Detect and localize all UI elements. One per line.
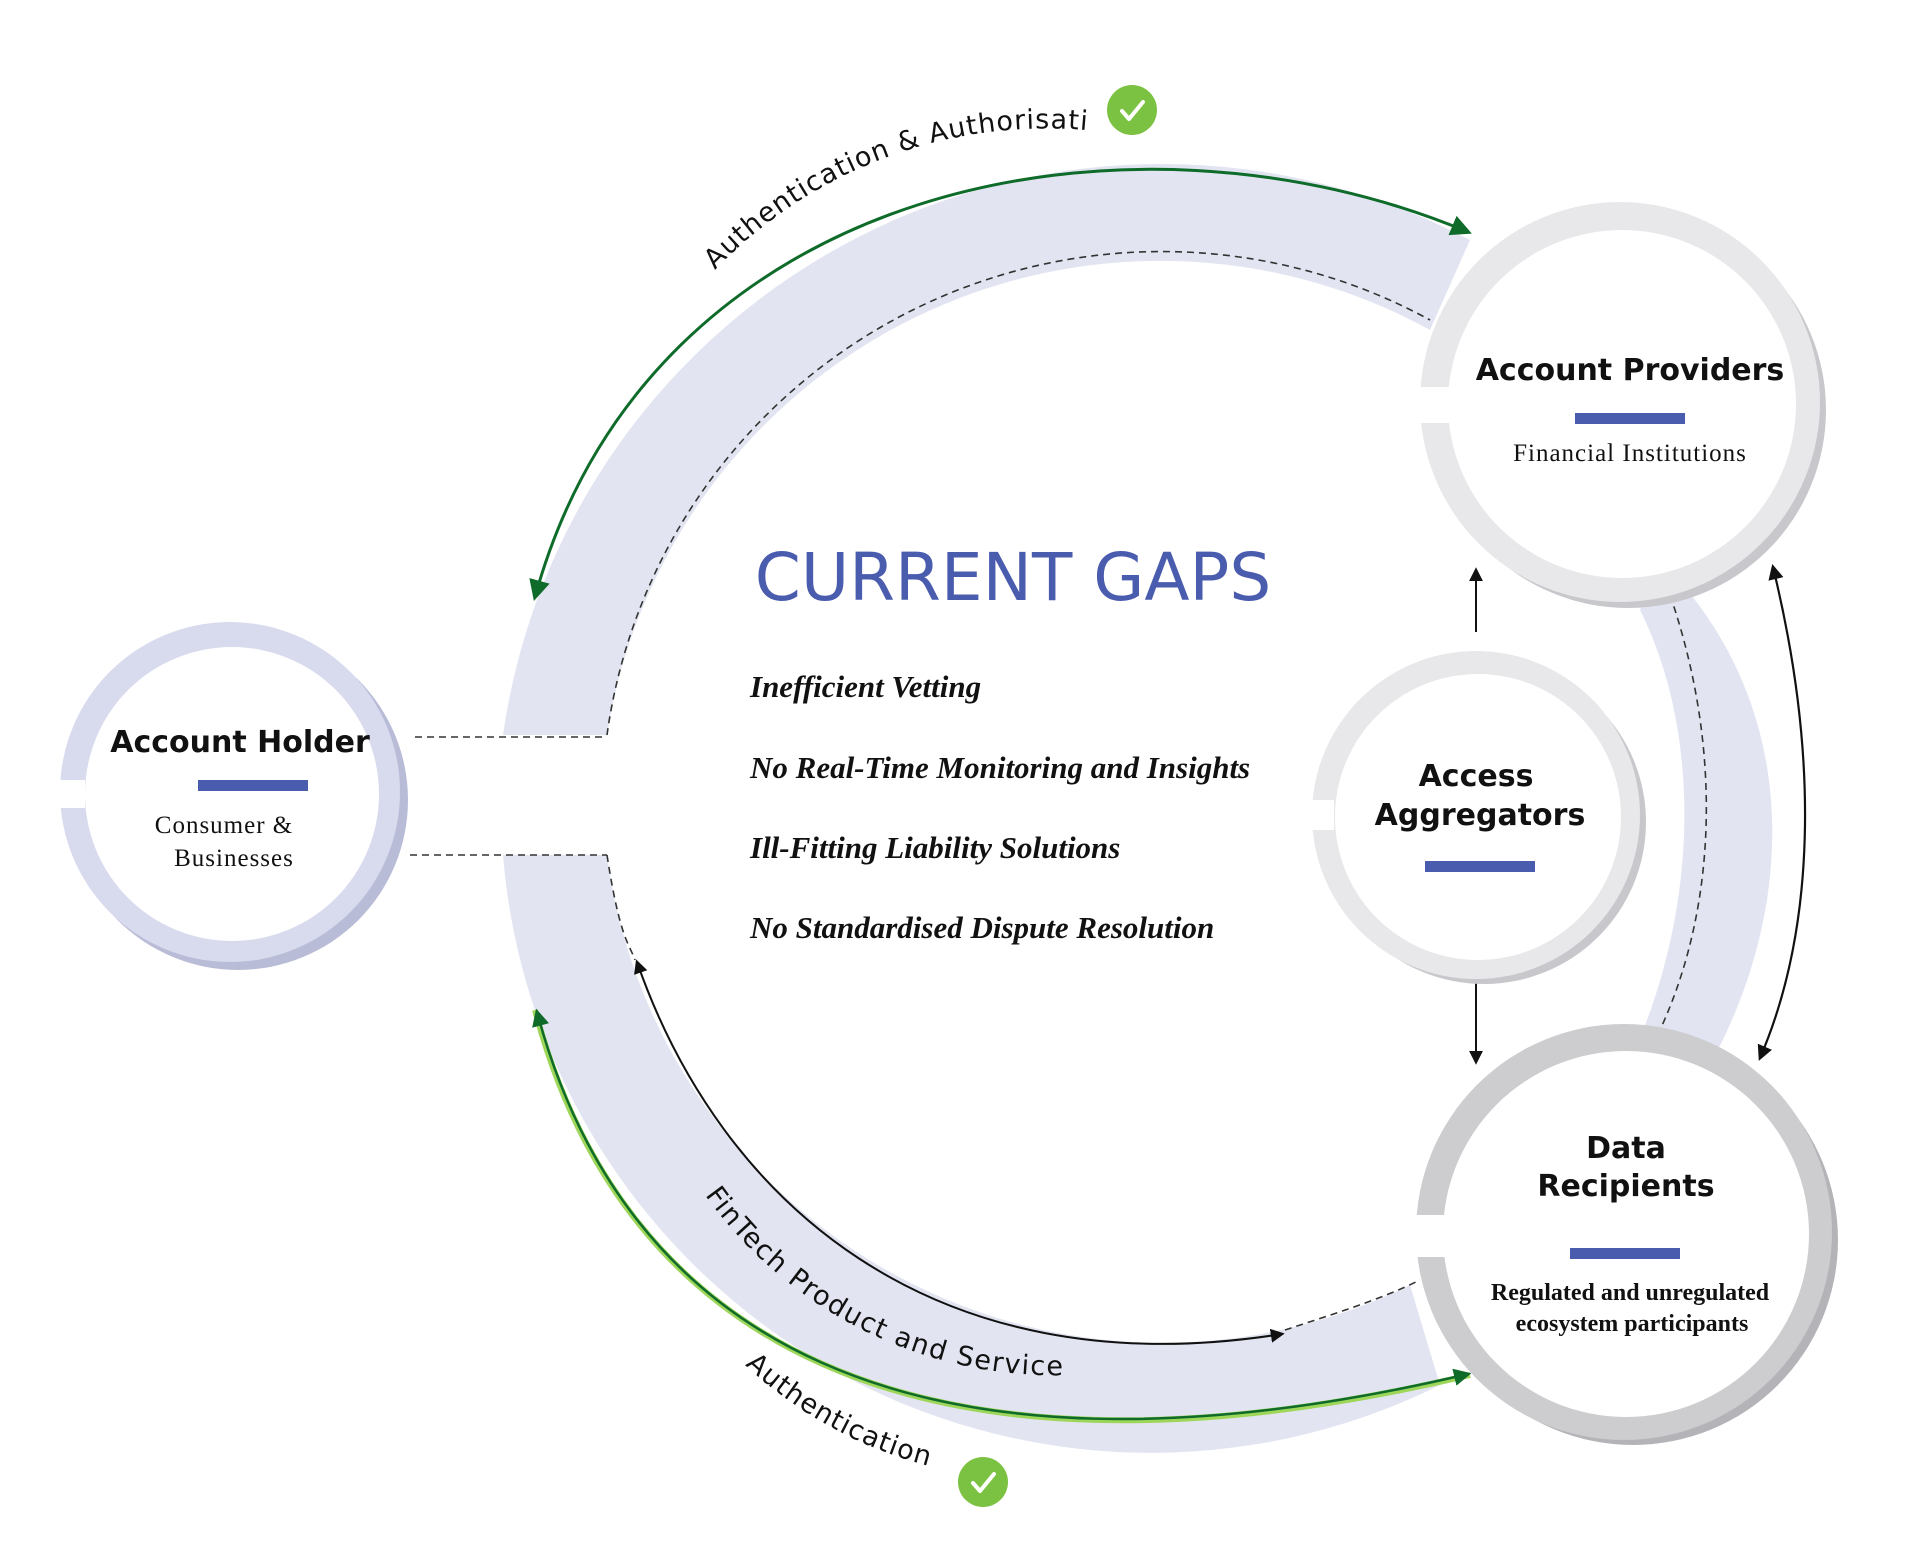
account-holder-subtitle-2: Businesses bbox=[174, 845, 294, 872]
account-holder-divider bbox=[198, 780, 308, 791]
gap-item: No Real-Time Monitoring and Insights bbox=[749, 750, 1250, 785]
node-data-recipients: Data Recipients Regulated and unregulate… bbox=[1408, 1024, 1838, 1445]
node-account-holder: Account Holder Consumer & Businesses bbox=[45, 622, 408, 970]
arrow-right-black bbox=[1757, 564, 1807, 1061]
dashed-inner-bottom bbox=[606, 854, 636, 961]
band-top-segment bbox=[503, 164, 1470, 735]
data-recipients-subtitle-2: ecosystem participants bbox=[1516, 1311, 1749, 1337]
band-right-segment bbox=[1635, 560, 1773, 1065]
arrow-bottom-green bbox=[532, 1008, 1472, 1421]
account-holder-title: Account Holder bbox=[110, 725, 370, 760]
access-aggregators-divider bbox=[1425, 861, 1535, 872]
data-recipients-title-2: Recipients bbox=[1537, 1169, 1714, 1204]
node-account-providers: Account Providers Financial Institutions bbox=[1412, 202, 1826, 608]
page-title: CURRENT GAPS bbox=[755, 539, 1271, 616]
access-aggregators-title-2: Aggregators bbox=[1375, 798, 1586, 833]
check-icon bbox=[958, 1457, 1008, 1507]
arrow-inner-black bbox=[634, 959, 1285, 1345]
gap-item: Inefficient Vetting bbox=[749, 669, 981, 704]
account-providers-title: Account Providers bbox=[1476, 353, 1785, 388]
gap-item: Ill-Fitting Liability Solutions bbox=[749, 830, 1120, 865]
access-aggregators-title-1: Access bbox=[1419, 759, 1534, 794]
data-recipients-title-1: Data bbox=[1586, 1131, 1666, 1166]
gaps-list: Inefficient Vetting No Real-Time Monitor… bbox=[749, 669, 1250, 945]
data-recipients-divider bbox=[1570, 1248, 1680, 1259]
gap-item: No Standardised Dispute Resolution bbox=[749, 910, 1214, 945]
arrow-top-green bbox=[529, 167, 1472, 602]
node-access-aggregators: Access Aggregators bbox=[1300, 651, 1646, 984]
check-icon bbox=[1107, 85, 1157, 135]
data-recipients-subtitle-1: Regulated and unregulated bbox=[1491, 1280, 1770, 1306]
account-providers-subtitle: Financial Institutions bbox=[1513, 440, 1747, 467]
dashed-right-inner bbox=[1659, 594, 1708, 1031]
account-providers-divider bbox=[1575, 413, 1685, 424]
account-holder-subtitle-1: Consumer & bbox=[155, 812, 293, 839]
